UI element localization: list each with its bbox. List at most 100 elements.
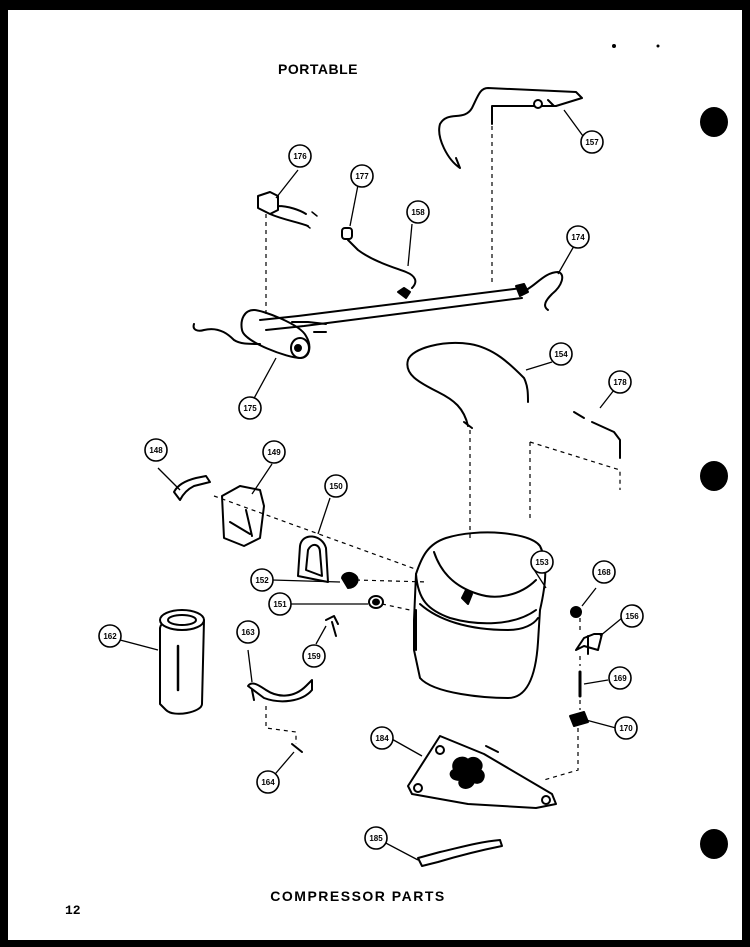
svg-text:169: 169 xyxy=(613,674,627,683)
tube-178-drawing xyxy=(573,411,621,459)
cover-149-drawing xyxy=(221,485,265,547)
tube-158-drawing xyxy=(347,239,417,289)
leader-159 xyxy=(315,625,327,645)
callout-174: 174 xyxy=(566,225,590,249)
svg-text:158: 158 xyxy=(411,208,425,217)
leader-163 xyxy=(247,649,253,683)
connector-176-drawing xyxy=(257,191,309,227)
callout-163: 163 xyxy=(236,620,260,644)
strap-163-drawing xyxy=(247,679,313,703)
leader-178 xyxy=(599,389,615,409)
screw-159-drawing xyxy=(325,615,339,637)
baseplate-184-drawing xyxy=(407,735,557,809)
svg-text:178: 178 xyxy=(613,378,627,387)
nut-168-drawing xyxy=(570,606,582,618)
leader-149 xyxy=(251,463,273,495)
leader-175 xyxy=(251,357,277,403)
svg-text:162: 162 xyxy=(103,632,117,641)
callout-153: 153 xyxy=(530,550,554,574)
callout-164: 164 xyxy=(256,770,280,794)
diagram-sheet: PORTABLE xyxy=(8,10,742,940)
grommet-170-drawing xyxy=(569,711,589,727)
scan-speck xyxy=(612,44,616,48)
binder-hole-bottom xyxy=(700,829,728,859)
connector-176-wire-end xyxy=(305,211,318,229)
leader-184 xyxy=(389,737,423,757)
svg-text:184: 184 xyxy=(375,734,389,743)
leader-158 xyxy=(407,223,413,267)
callout-156: 156 xyxy=(620,604,644,628)
callout-178: 178 xyxy=(608,370,632,394)
svg-text:152: 152 xyxy=(255,576,269,585)
terminal-152-drawing xyxy=(341,571,359,589)
callout-168: 168 xyxy=(592,560,616,584)
leader-156 xyxy=(599,617,623,637)
bracket-156-drawing xyxy=(575,633,603,655)
callout-159: 159 xyxy=(302,644,326,668)
parts-diagram: 157 176 177 158 174 154 175 178 xyxy=(98,44,728,867)
tube-154-drawing xyxy=(406,342,529,429)
fitting-177-drawing xyxy=(341,227,353,240)
svg-text:150: 150 xyxy=(329,482,343,491)
tube-157-drawing xyxy=(438,87,583,169)
capacitor-162-drawing xyxy=(159,609,205,715)
callout-149: 149 xyxy=(262,440,286,464)
svg-text:149: 149 xyxy=(267,448,281,457)
svg-text:177: 177 xyxy=(355,172,369,181)
binder-hole-top xyxy=(700,107,728,137)
compressor-153-drawing xyxy=(413,531,547,699)
callout-150: 150 xyxy=(324,474,348,498)
assembly-line-151 xyxy=(381,603,411,611)
leader-150 xyxy=(317,497,331,535)
svg-text:175: 175 xyxy=(243,404,257,413)
leader-154 xyxy=(525,361,553,371)
diagram-caption: COMPRESSOR PARTS xyxy=(270,888,446,904)
leader-176 xyxy=(275,169,299,199)
callout-162: 162 xyxy=(98,624,122,648)
binder-hole-middle xyxy=(700,461,728,491)
svg-text:157: 157 xyxy=(585,138,599,147)
svg-text:148: 148 xyxy=(149,446,163,455)
callout-154: 154 xyxy=(549,342,573,366)
leader-152 xyxy=(271,579,341,583)
callout-175: 175 xyxy=(238,396,262,420)
svg-text:170: 170 xyxy=(619,724,633,733)
leader-148 xyxy=(157,467,181,491)
svg-text:156: 156 xyxy=(625,612,639,621)
leader-162 xyxy=(119,639,159,651)
assembly-line-170 xyxy=(543,618,581,781)
svg-text:174: 174 xyxy=(571,233,585,242)
page-number: 12 xyxy=(65,903,81,918)
gasket-150-drawing xyxy=(297,535,329,583)
leader-174 xyxy=(557,245,575,275)
svg-text:153: 153 xyxy=(535,558,549,567)
callout-184: 184 xyxy=(370,726,394,750)
assembly-line-178 xyxy=(529,441,621,520)
strip-185-drawing xyxy=(417,839,503,867)
leader-157 xyxy=(563,109,584,137)
callout-157: 157 xyxy=(580,130,604,154)
leader-169 xyxy=(583,679,609,685)
svg-text:176: 176 xyxy=(293,152,307,161)
page-title: PORTABLE xyxy=(278,61,358,77)
svg-text:185: 185 xyxy=(369,834,383,843)
callout-151: 151 xyxy=(268,592,292,616)
svg-text:151: 151 xyxy=(273,600,287,609)
svg-text:154: 154 xyxy=(554,350,568,359)
callout-176: 176 xyxy=(288,144,312,168)
assembly-line-163 xyxy=(265,706,297,744)
callout-148: 148 xyxy=(144,438,168,462)
callout-158: 158 xyxy=(406,200,430,224)
tube-157-fitting xyxy=(533,99,543,109)
callout-169: 169 xyxy=(608,666,632,690)
grommet-151-drawing xyxy=(368,595,384,609)
leader-170 xyxy=(585,719,617,729)
leader-177 xyxy=(349,184,359,227)
clip-148-drawing xyxy=(173,475,211,501)
svg-text:164: 164 xyxy=(261,778,275,787)
svg-text:163: 163 xyxy=(241,628,255,637)
svg-text:159: 159 xyxy=(307,652,321,661)
callout-177: 177 xyxy=(350,164,374,188)
callout-170: 170 xyxy=(614,716,638,740)
screw-164-drawing xyxy=(291,743,303,753)
